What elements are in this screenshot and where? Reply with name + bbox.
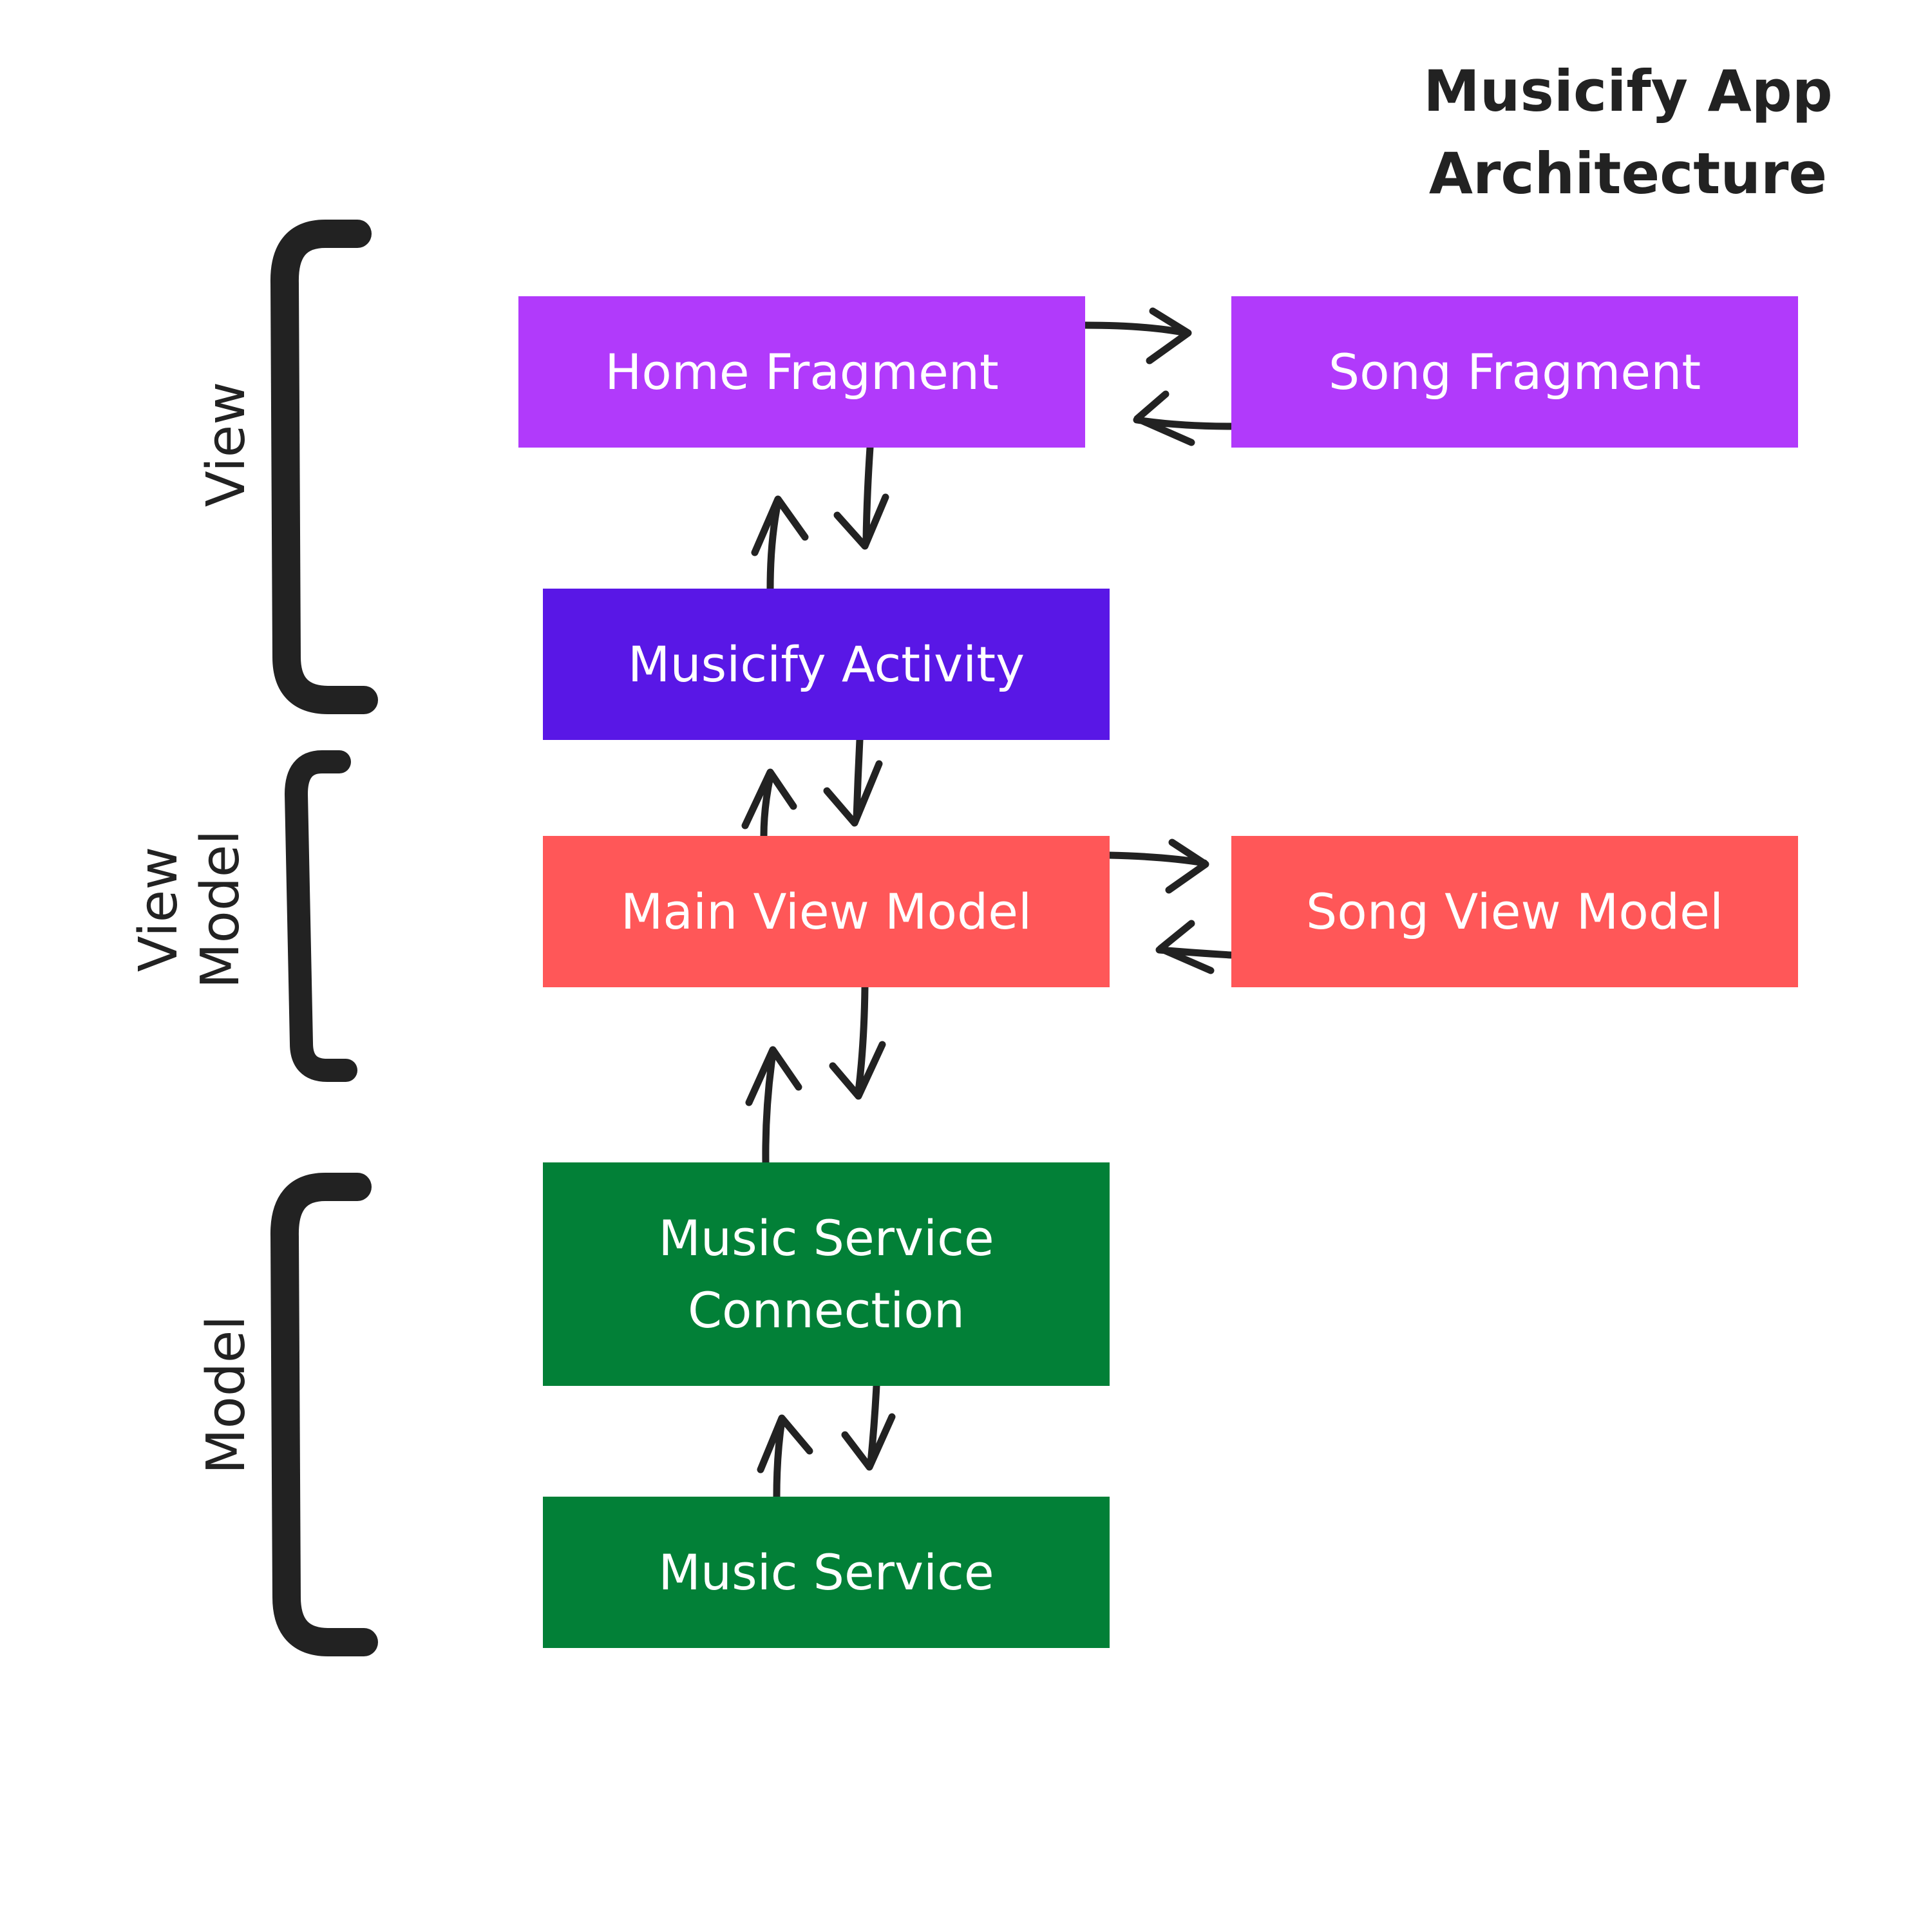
home-fragment-node[interactable]: Home Fragment xyxy=(518,296,1085,448)
view-layer-label: View xyxy=(196,382,258,507)
music-service-connection-node[interactable]: Music Service Connection xyxy=(543,1162,1110,1386)
view-model-layer-label-line-1: View xyxy=(128,846,189,972)
arrow-main-vm-to-activity xyxy=(741,768,797,840)
music-service-label: Music Service xyxy=(658,1543,994,1601)
view-model-layer-label: View Model xyxy=(128,830,252,989)
music-service-connection-label: Music Service Connection xyxy=(658,1202,994,1347)
song-fragment-node[interactable]: Song Fragment xyxy=(1231,296,1798,448)
music-service-connection-label-line-2: Connection xyxy=(687,1281,965,1339)
arrow-main-vm-to-connection xyxy=(829,983,886,1100)
model-layer-label-text: Model xyxy=(196,1315,257,1475)
model-layer-bracket xyxy=(270,1173,378,1656)
arrow-home-to-song-fragment xyxy=(1081,307,1192,365)
home-fragment-label: Home Fragment xyxy=(605,343,999,401)
arrow-song-vm-to-main-vm xyxy=(1155,920,1235,974)
arrow-activity-to-main-vm xyxy=(823,736,883,827)
musicify-activity-node[interactable]: Musicify Activity xyxy=(543,589,1110,740)
view-model-layer-label-line-2: Model xyxy=(190,829,251,989)
arrow-main-vm-to-song-vm xyxy=(1106,838,1209,894)
arrow-home-to-activity xyxy=(833,444,889,550)
view-model-layer-bracket xyxy=(285,750,357,1082)
song-fragment-label: Song Fragment xyxy=(1328,343,1701,401)
main-view-model-label: Main View Model xyxy=(620,882,1032,940)
arrow-service-to-connection xyxy=(757,1414,813,1501)
model-layer-label: Model xyxy=(196,1316,258,1474)
song-view-model-node[interactable]: Song View Model xyxy=(1231,836,1798,987)
title-line-2: Architecture xyxy=(1428,140,1828,207)
arrow-connection-to-service xyxy=(841,1382,896,1471)
view-layer-bracket xyxy=(270,220,378,714)
song-view-model-label: Song View Model xyxy=(1305,882,1723,940)
arrow-song-to-home-fragment xyxy=(1133,390,1235,446)
view-layer-label-text: View xyxy=(196,381,257,507)
main-view-model-node[interactable]: Main View Model xyxy=(543,836,1110,987)
title-line-1: Musicify App xyxy=(1423,58,1833,124)
diagram-title: Musicify App Architecture xyxy=(1383,50,1873,215)
musicify-activity-label: Musicify Activity xyxy=(627,635,1025,693)
music-service-node[interactable]: Music Service xyxy=(543,1497,1110,1648)
arrow-connection-to-main-vm xyxy=(745,1046,802,1166)
arrow-activity-to-home xyxy=(751,495,809,592)
music-service-connection-label-line-1: Music Service xyxy=(658,1209,994,1267)
